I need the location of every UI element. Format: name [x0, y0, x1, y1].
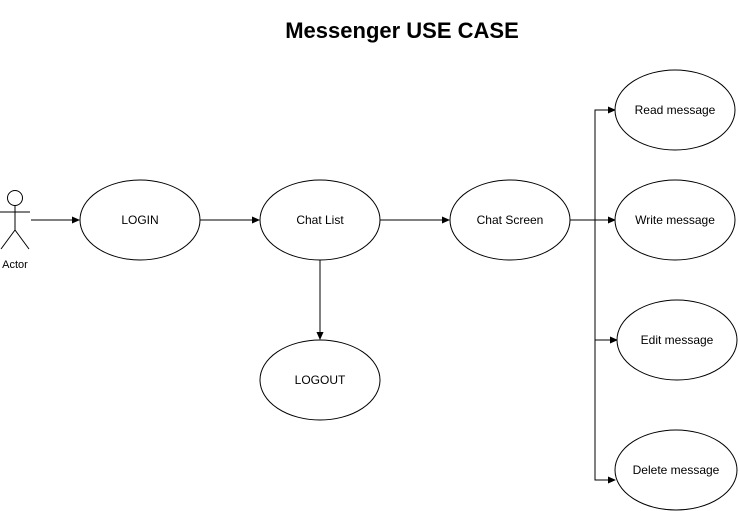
use-case-write-message: Write message: [614, 179, 736, 261]
actor-left-leg: [0, 229, 16, 250]
use-case-chat-screen-label: Chat Screen: [477, 213, 544, 227]
use-case-chat-screen: Chat Screen: [449, 179, 571, 261]
use-case-login-label: LOGIN: [121, 213, 158, 227]
use-case-edit-message: Edit message: [616, 299, 738, 381]
use-case-logout-label: LOGOUT: [295, 373, 346, 387]
actor-label: Actor: [2, 259, 28, 271]
use-case-logout: LOGOUT: [259, 339, 381, 421]
use-case-chat-list-label: Chat List: [296, 213, 344, 227]
diagram-title: Messenger USE CASE: [285, 18, 519, 43]
use-case-delete-message: Delete message: [614, 429, 738, 511]
use-case-read-message-label: Read message: [635, 103, 716, 117]
use-case-read-message: Read message: [614, 69, 736, 151]
use-case-write-message-label: Write message: [635, 213, 715, 227]
use-case-chat-list: Chat List: [259, 179, 381, 261]
actor-figure: [0, 190, 30, 250]
actor-head: [7, 190, 23, 206]
edge-chatscreen-read: [570, 110, 615, 221]
use-case-delete-message-label: Delete message: [633, 463, 720, 477]
use-case-login: LOGIN: [79, 179, 201, 261]
edge-chatscreen-edit: [570, 219, 617, 340]
actor-right-leg: [14, 229, 30, 250]
edge-chatscreen-delete: [570, 219, 615, 480]
use-case-edit-message-label: Edit message: [641, 333, 714, 347]
